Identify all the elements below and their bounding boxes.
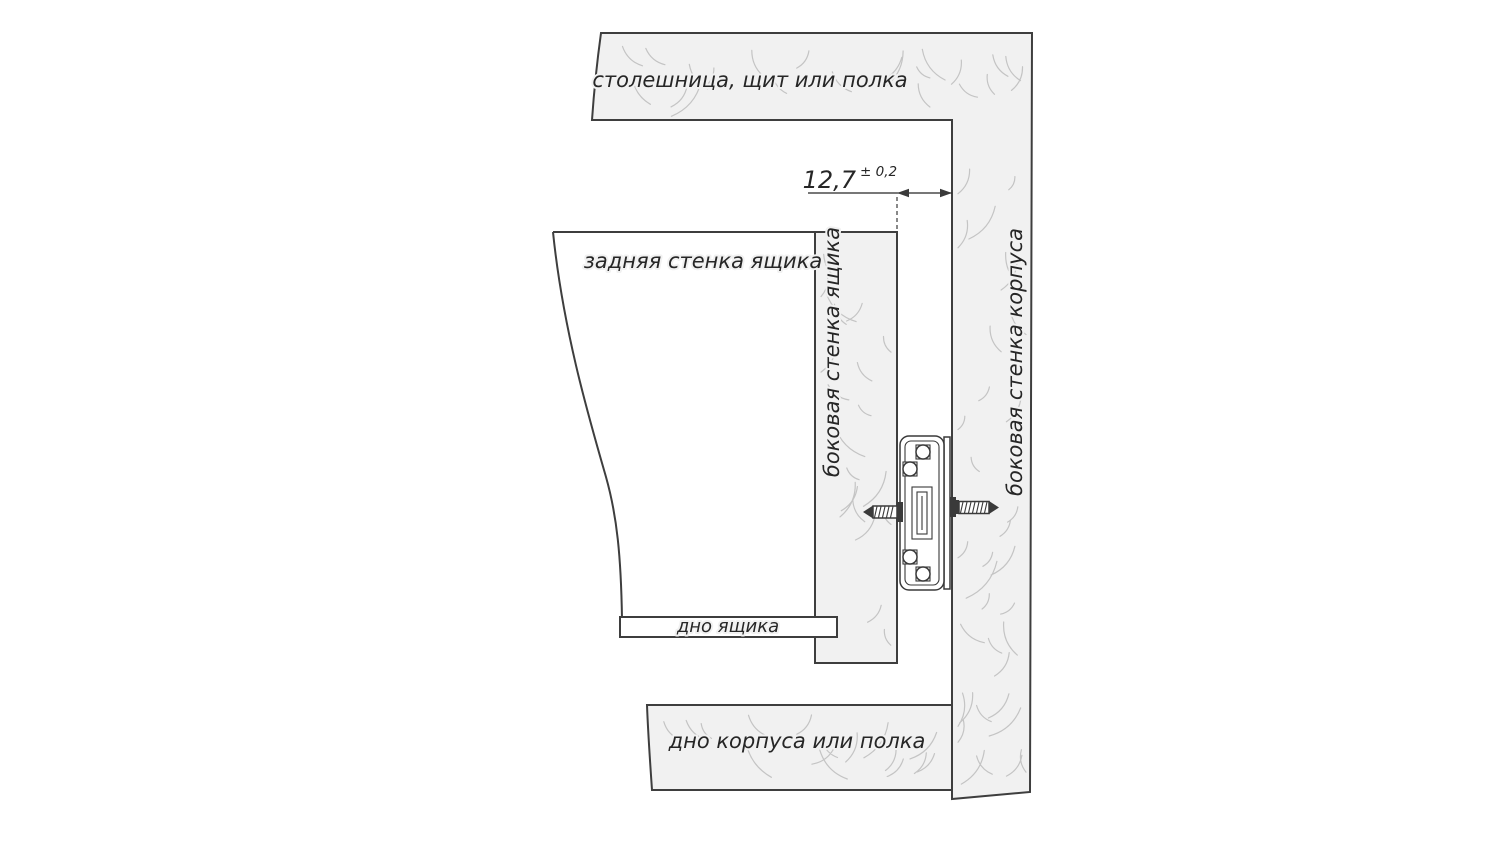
right-screw-tip — [989, 501, 999, 514]
left-screw-tip — [863, 505, 873, 519]
top-panel-grain — [621, 45, 1024, 117]
cabinet-side-grain — [957, 168, 1027, 785]
dimension-arrow-left — [897, 188, 909, 198]
drawer-bottom-label: дно ящика — [676, 616, 779, 637]
top-panel-label: столешница, щит или полка — [592, 68, 907, 92]
left-screw — [863, 502, 903, 522]
left-screw-head — [897, 502, 903, 522]
wood-grain-strokes — [621, 45, 1024, 117]
drawer-slide-cross-section — [899, 435, 951, 591]
drawer-bottom-panel — [619, 616, 838, 638]
cabinet-bottom-grain — [663, 714, 938, 780]
drawer-back-wall-break-curve — [552, 231, 623, 620]
drawer-side-wall — [814, 231, 898, 664]
right-screw-threads — [959, 501, 988, 514]
dimension-value: 12,7 — [803, 166, 857, 194]
drawer-side-wall-section — [814, 231, 898, 664]
cabinet-bottom-panel — [645, 704, 953, 791]
cabinet-bottom-label: дно корпуса или полка — [668, 729, 926, 753]
cabinet-bottom-shape — [645, 704, 953, 791]
cabinet-corpus-panel — [590, 32, 1034, 801]
bearing-ball — [915, 566, 931, 582]
bearing-ball — [902, 549, 918, 565]
drawer-back-wall-label: задняя стенка ящика — [584, 249, 823, 273]
bearing-ball — [902, 461, 918, 477]
right-screw-head — [950, 497, 956, 517]
dimension-annotation: 12,7 ± 0,2 — [803, 164, 952, 230]
right-screw — [950, 497, 999, 517]
wood-grain-strokes — [663, 714, 938, 780]
dimension-tolerance: ± 0,2 — [860, 164, 897, 180]
drawer-back-wall — [552, 231, 815, 620]
cabinet-corpus-shape — [590, 32, 1034, 801]
slide-cabinet-plate — [943, 436, 951, 590]
dimension-arrow-right — [940, 188, 952, 198]
cabinet-side-wall-label: боковая стенка корпуса — [1003, 228, 1027, 496]
left-screw-threads — [873, 506, 894, 518]
right-screw-collar — [956, 500, 959, 514]
drawer-side-wall-label: боковая стенка ящика — [820, 227, 844, 477]
wood-grain-strokes — [957, 168, 1027, 785]
bearing-ball — [915, 444, 931, 460]
